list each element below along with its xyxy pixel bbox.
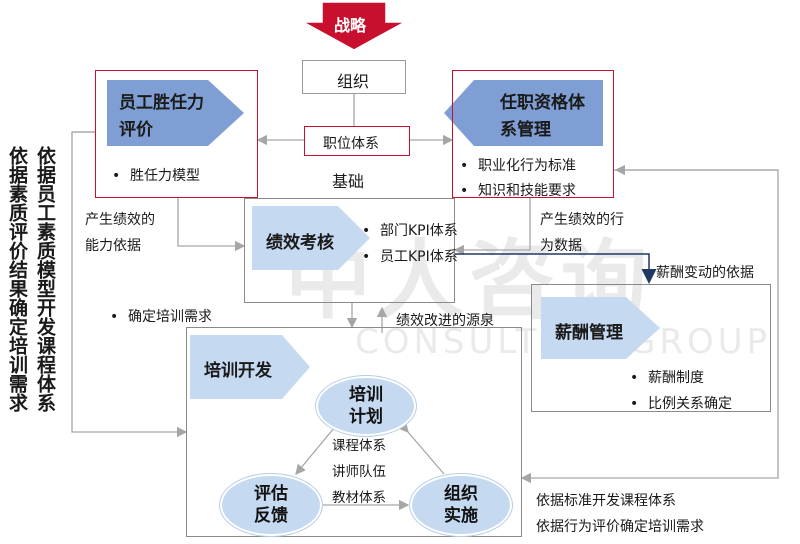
position-system-box: 职位体系 (304, 126, 410, 156)
competency-title-line1: 员工胜任力 (119, 93, 204, 113)
training-pentagon (190, 335, 310, 399)
performance-item-dept-kpi: 部门KPI体系 (362, 220, 458, 240)
annotation-salary-change: 薪酬变动的依据 (656, 265, 754, 281)
performance-pentagon (252, 206, 370, 270)
competency-title-line2: 评价 (119, 120, 153, 140)
center-item-course: 课程体系 (332, 438, 386, 454)
qualification-title-line1: 任职资格体 (500, 93, 585, 113)
training-plan-line1: 培训 (349, 385, 383, 405)
qualification-item-knowledge: 知识和技能要求 (460, 180, 576, 200)
competency-pentagon (107, 80, 244, 146)
organization-box: 组织 (302, 60, 406, 94)
annotation-behavior-data-2: 为数据 (540, 238, 582, 254)
organization-label: 组织 (337, 72, 370, 91)
compensation-title: 薪酬管理 (555, 323, 623, 343)
competency-box (95, 70, 258, 198)
evaluate-line2: 反馈 (254, 506, 288, 526)
annotation-standard-course: 依据标准开发课程体系 (536, 493, 676, 509)
training-box (186, 327, 522, 537)
implement-line1: 组织 (444, 484, 478, 504)
annotation-behavior-data-1: 产生绩效的行 (540, 212, 624, 228)
evaluate-feedback-node: 评估 反馈 (220, 474, 322, 536)
center-item-lecturer: 讲师队伍 (332, 464, 386, 480)
competency-item-model: 胜任力模型 (112, 165, 200, 185)
annotation-ability-basis-1: 产生绩效的 (85, 212, 155, 228)
training-plan-node: 培训 计划 (316, 376, 416, 436)
vertical-text-left-inner: 依据员工素质模型开发课程体系 (34, 146, 56, 412)
annotation-behavior-eval: 依据行为评价确定培训需求 (536, 519, 704, 535)
annotation-improvement-source: 绩效改进的源泉 (396, 313, 494, 329)
performance-title: 绩效考核 (266, 233, 334, 253)
organize-implement-node: 组织 实施 (410, 474, 512, 536)
position-system-label: 职位体系 (323, 136, 379, 152)
performance-item-staff-kpi: 员工KPI体系 (362, 246, 458, 266)
center-item-material: 教材体系 (332, 490, 386, 506)
compensation-pentagon (541, 297, 660, 359)
compensation-item-ratio: 比例关系确定 (630, 393, 732, 413)
implement-line2: 实施 (444, 506, 478, 526)
qualification-item-behavior: 职业化行为标准 (460, 155, 576, 175)
qualification-title-line2: 系管理 (500, 120, 551, 140)
foundation-label: 基础 (332, 172, 365, 191)
qualification-pentagon (444, 80, 603, 146)
strategy-arrow-shape (302, 1, 406, 51)
compensation-item-system: 薪酬制度 (630, 367, 704, 387)
annotation-ability-basis-2: 能力依据 (85, 238, 141, 254)
training-plan-line2: 计划 (349, 407, 383, 427)
annotation-confirm-training: 确定培训需求 (110, 306, 212, 326)
strategy-label: 战略 (334, 16, 367, 35)
vertical-text-left-outer: 依据素质评价结果确定培训需求 (6, 146, 28, 412)
evaluate-line1: 评估 (254, 484, 288, 504)
training-title: 培训开发 (204, 361, 272, 381)
